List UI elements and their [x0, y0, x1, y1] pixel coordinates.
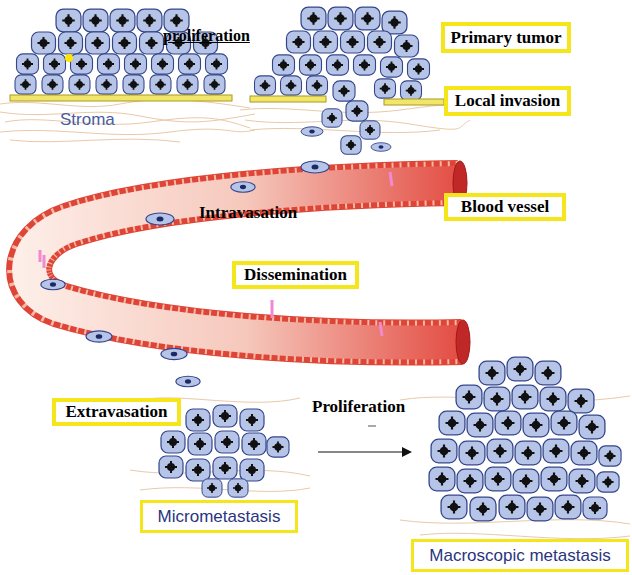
proliferation-arrow	[318, 426, 412, 457]
node-text: Primary tumor	[451, 28, 562, 48]
node-text: Micrometastasis	[158, 507, 281, 527]
node-text: Local invasion	[455, 91, 560, 111]
blood-vessel	[29, 161, 470, 364]
stage-label-box: Macroscopic metastasis	[411, 539, 629, 572]
macroscopic-cluster	[429, 357, 621, 521]
step-label: Proliferation	[312, 397, 405, 417]
tissue-label: Stroma	[60, 110, 115, 130]
stage-label-box: Local invasion	[444, 86, 571, 116]
invading-tumor	[250, 7, 444, 154]
stage-label-box: Micrometastasis	[140, 500, 298, 533]
stage-label-box: Primary tumor	[441, 22, 571, 53]
node-text: Macroscopic metastasis	[429, 546, 610, 566]
stage-label-box: Dissemination	[232, 261, 359, 289]
primary-epithelium	[10, 9, 232, 101]
step-label: Intravasation	[199, 203, 297, 223]
stage-label-box: Blood vessel	[444, 193, 566, 221]
node-text: Blood vessel	[461, 197, 549, 217]
node-text: Extravasation	[66, 402, 168, 422]
node-text: Dissemination	[244, 265, 347, 285]
step-label: proliferation	[163, 27, 250, 45]
stage-label-box: Extravasation	[52, 398, 181, 426]
stroma-fibers	[0, 100, 630, 539]
